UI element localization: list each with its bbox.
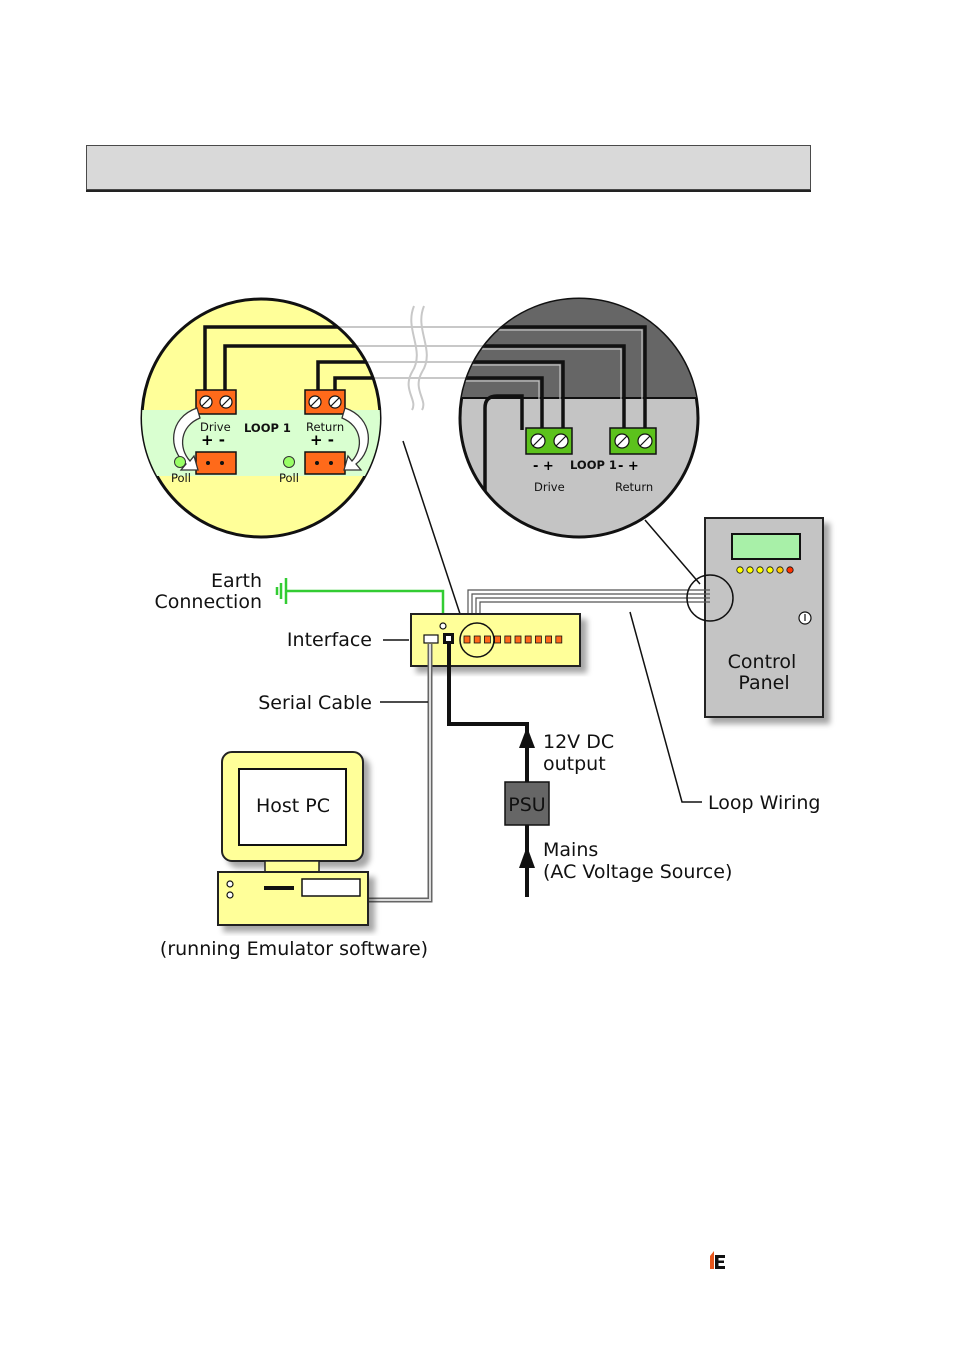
loop-connector-pin: [515, 636, 521, 643]
serial-port-icon: [424, 635, 438, 643]
drive-polarity: + -: [201, 431, 225, 449]
psu-label: PSU: [508, 794, 545, 816]
drive-terminal-block: [196, 390, 236, 414]
poll-led-right: [284, 457, 295, 468]
panel-drive-terminal-block: [526, 428, 572, 454]
loop-connector-pin: [505, 636, 511, 643]
loop-connector-pin: [484, 636, 490, 643]
poll-led-left: [175, 457, 186, 468]
panel-drive-label: Drive: [534, 480, 565, 494]
indicator-led: [767, 567, 773, 573]
computer-case: [218, 872, 368, 925]
indicator-led: [737, 567, 743, 573]
mains-wire: [519, 825, 535, 897]
interface-label: Interface: [287, 629, 372, 651]
host-pc-caption: (running Emulator software): [160, 938, 428, 960]
return-plug-block: [305, 452, 345, 474]
interface-box: [411, 614, 580, 666]
loop-connector-pin: [535, 636, 541, 643]
loop-connector-pin: [546, 636, 552, 643]
interface-callout-line: [403, 441, 466, 632]
host-pc: Host PC: [218, 752, 368, 925]
indicator-led: [747, 567, 753, 573]
host-pc-label: Host PC: [256, 795, 330, 817]
panel-detail-circle: - + LOOP 1 - + Drive Return: [420, 296, 705, 540]
control-panel-label-line1: Control: [728, 651, 797, 673]
panel-return-terminal-block: [610, 428, 656, 454]
panel-loop-label: LOOP 1: [570, 458, 617, 472]
loop-connector-pin: [495, 636, 501, 643]
indicator-led: [757, 567, 763, 573]
loop-wiring-label: Loop Wiring: [708, 792, 820, 814]
serial-cable-label: Serial Cable: [258, 692, 372, 714]
loop-label: LOOP 1: [244, 421, 291, 435]
serial-cable: [368, 644, 430, 900]
drive-plug-block: [196, 452, 236, 474]
panel-polarity-left: - +: [533, 459, 554, 474]
dc-arrow-icon: [519, 727, 535, 748]
poll-label-right: Poll: [279, 471, 299, 485]
floppy-slot-icon: [264, 886, 294, 890]
loop-wiring-callout-line: [630, 612, 702, 802]
dc-label-line1: 12V DC: [543, 731, 614, 753]
loop-connector-pin: [556, 636, 562, 643]
company-logo-icon: [709, 1250, 729, 1270]
wire-break-icon: [409, 306, 427, 410]
control-panel-label-line2: Panel: [738, 672, 789, 694]
monitor: Host PC: [222, 752, 363, 872]
return-polarity: + -: [310, 431, 334, 449]
panel-return-label: Return: [615, 480, 653, 494]
drive-bay-icon: [302, 879, 360, 896]
mains-label-line2: (AC Voltage Source): [543, 861, 732, 883]
indicator-led: [777, 567, 783, 573]
dc-label-line2: output: [543, 753, 606, 775]
earth-label-line2: Connection: [154, 591, 262, 613]
earth-label-line1: Earth: [211, 570, 262, 592]
mains-arrow-icon: [519, 846, 535, 868]
panel-display: [732, 534, 800, 559]
loop-connector-pin: [525, 636, 531, 643]
interface-detail-circle: Drive Return LOOP 1 + - + - Poll Poll: [140, 299, 420, 537]
return-terminal-block: [305, 390, 345, 414]
mains-label-line1: Mains: [543, 839, 598, 861]
poll-label-left: Poll: [171, 471, 191, 485]
panel-callout-line: [645, 520, 700, 584]
loop-connector-pin: [474, 636, 480, 643]
indicator-led: [787, 567, 793, 573]
earth-terminal-icon: [440, 623, 446, 629]
panel-polarity-right: - +: [618, 459, 639, 474]
loop-connector-pin: [464, 636, 470, 643]
